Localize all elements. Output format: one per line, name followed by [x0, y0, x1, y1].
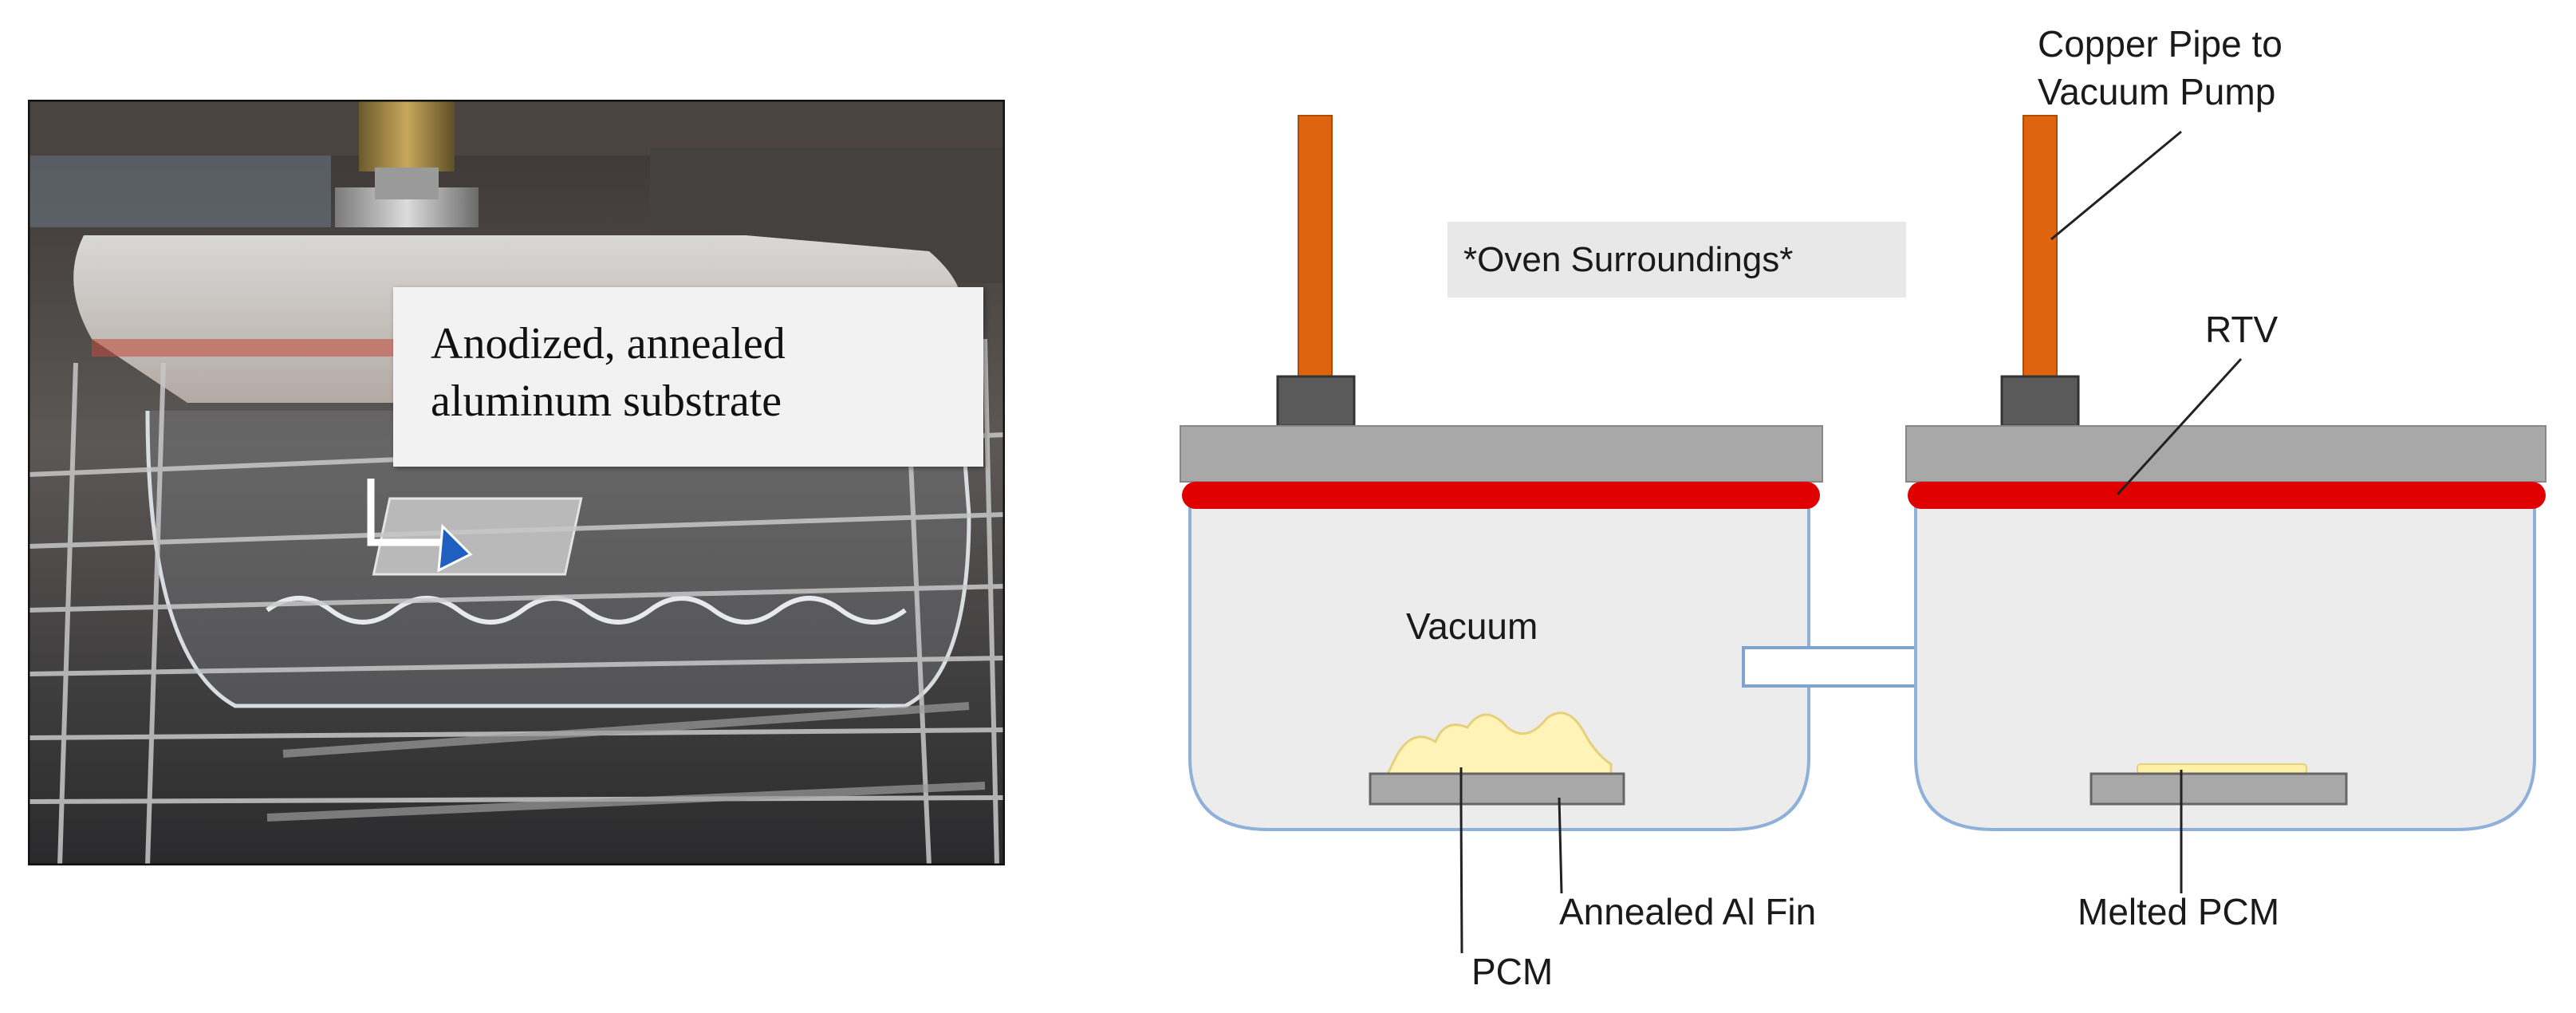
substrate-label: Anodized, annealed aluminum substrate	[431, 315, 973, 430]
substrate-label-line-2: aluminum substrate	[431, 376, 782, 426]
rtv-seal-left	[1182, 482, 1820, 509]
rtv-seal-right	[1908, 482, 2546, 509]
vessel-before	[1180, 115, 1823, 831]
lid-left	[1180, 425, 1823, 483]
pipe-fitting-left	[1276, 375, 1356, 428]
rtv-label: RTV	[2205, 309, 2279, 350]
photo-label-box	[393, 287, 983, 467]
pcm-melted	[2137, 763, 2307, 775]
leader-al-fin	[1558, 797, 1563, 894]
leader-copper-pipe	[2050, 130, 2182, 241]
melted-pcm-label: Melted PCM	[2078, 891, 2280, 932]
pcm-solid	[1385, 711, 1613, 777]
al-fin-left	[1369, 772, 1625, 806]
oven-surroundings-box	[1448, 222, 1906, 298]
pcm-label: PCM	[1471, 951, 1554, 992]
substrate-pointer-arrow	[367, 479, 443, 546]
leader-rtv	[2116, 357, 2243, 496]
oven-surroundings-label: *Oven Surroundings*	[1463, 240, 1794, 279]
vacuum-label: Vacuum	[1406, 605, 1538, 647]
leader-pcm	[1459, 767, 1463, 954]
copper-pipe-right	[2023, 115, 2058, 380]
al-fin-right	[2090, 772, 2348, 806]
substrate-label-line-1: Anodized, annealed	[431, 319, 786, 369]
copper-pipe-label: Copper Pipe to Vacuum Pump	[2038, 20, 2283, 116]
copper-pipe-label-line-2: Vacuum Pump	[2038, 71, 2276, 112]
brass-fitting	[359, 100, 455, 171]
vessel-body-left	[1188, 498, 1810, 831]
lid-right	[1905, 425, 2546, 483]
arrow-head-icon	[437, 523, 473, 573]
copper-pipe-left	[1298, 115, 1333, 380]
pipe-fitting-right	[2000, 375, 2080, 428]
vessel-body-right	[1914, 498, 2536, 831]
annealed-al-fin-label: Annealed Al Fin	[1559, 891, 1817, 932]
vessel-after	[1905, 115, 2546, 831]
copper-pipe-label-line-1: Copper Pipe to	[2038, 23, 2283, 65]
